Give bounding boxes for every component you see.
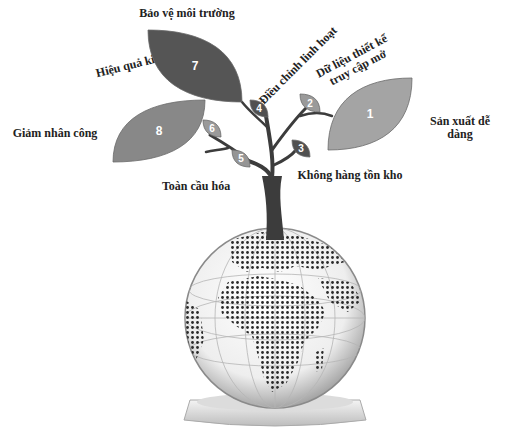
leaf-number: 5 (232, 150, 250, 167)
leaf-caption: Không hàng tồn kho (297, 169, 402, 182)
leaf-caption: Toàn cầu hóa (162, 180, 230, 193)
globe (185, 228, 365, 408)
leaf-outline (203, 120, 221, 137)
leaf-node: 7Bảo vệ môi trường (148, 30, 242, 102)
leaf-outline (113, 100, 205, 162)
leaf-caption: Bảo vệ môi trường (139, 7, 235, 20)
leaf-number: 3 (292, 140, 310, 157)
leaf-node: 4Điều chỉnh linh hoạt (250, 100, 268, 117)
leaf-node: 3Không hàng tồn kho (292, 140, 310, 157)
leaf-number: 7 (148, 30, 242, 102)
leaf-number: 1 (328, 78, 412, 150)
leaf-outline (232, 150, 250, 167)
leaf-outline (300, 94, 320, 112)
leaf-caption: Giảm nhân công (13, 127, 98, 140)
leaf-node: 6Hiệu quả kinh tế (203, 120, 221, 137)
globe-grid (185, 228, 365, 408)
leaf-outline (328, 78, 412, 150)
leaf-number: 8 (113, 100, 205, 162)
leaf-node: 1Sản xuất dễ dàng (328, 78, 412, 150)
leaf-node: 5Toàn cầu hóa (232, 150, 250, 167)
leaf-node: 8Giảm nhân công (113, 100, 205, 162)
leaf-number: 2 (300, 94, 320, 112)
leaf-outline (148, 30, 242, 102)
leaf-node: 2Dữ liệu thiết kế truy cập mở (300, 94, 320, 112)
leaf-outline (292, 140, 310, 157)
leaf-number: 6 (203, 120, 221, 137)
continents (185, 232, 362, 392)
leaf-caption: Sản xuất dễ dàng (417, 115, 503, 141)
